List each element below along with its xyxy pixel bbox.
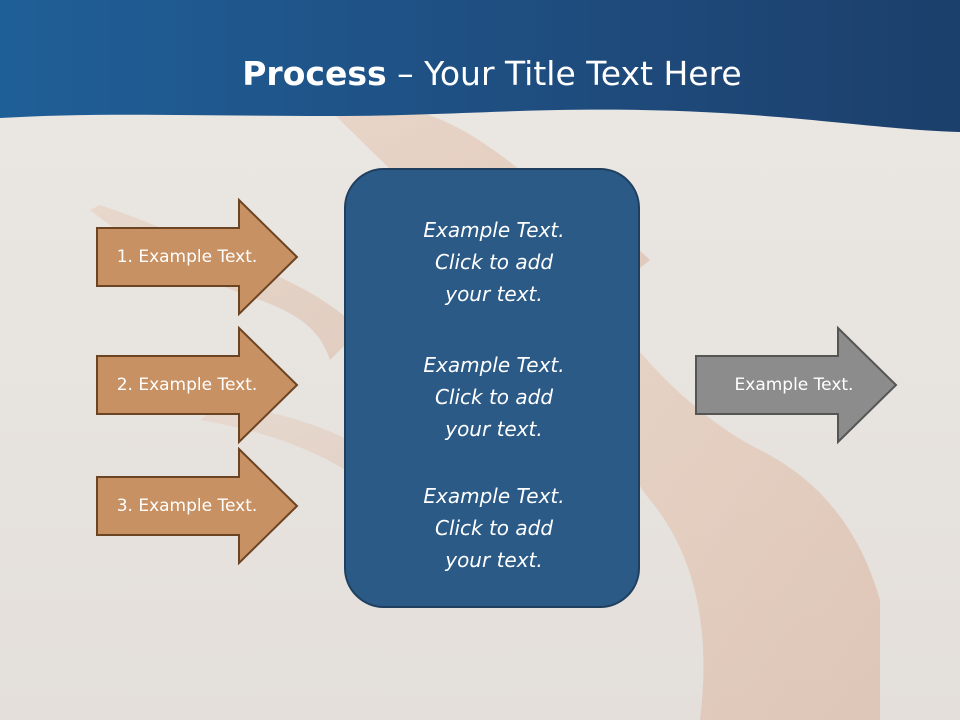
process-box[interactable]: Example Text. Click to add your text. Ex…	[344, 168, 640, 608]
process-item-1[interactable]: Example Text. Click to add your text.	[346, 214, 642, 310]
input-arrow-label: 3. Example Text.	[116, 496, 258, 516]
output-arrow-label: Example Text.	[734, 375, 854, 395]
process-item-line: Example Text.	[423, 484, 565, 508]
process-item-line: Click to add	[434, 250, 554, 274]
input-arrow-1[interactable]: 1. Example Text.	[96, 197, 300, 317]
process-item-line: Click to add	[434, 516, 554, 540]
arrow-right-shape	[96, 446, 299, 566]
output-arrow[interactable]: Example Text.	[695, 325, 899, 445]
title-bold: Process	[242, 54, 387, 93]
process-item-3[interactable]: Example Text. Click to add your text.	[346, 480, 642, 576]
process-item-line: your text.	[445, 548, 543, 572]
arrow-right-shape	[96, 325, 299, 445]
input-arrow-label: 2. Example Text.	[116, 375, 258, 395]
process-item-line: Example Text.	[423, 353, 565, 377]
process-item-line: Example Text.	[423, 218, 565, 242]
process-item-2[interactable]: Example Text. Click to add your text.	[346, 349, 642, 445]
arrow-right-shape	[96, 197, 299, 317]
arrow-right-shape	[695, 325, 898, 445]
input-arrow-2[interactable]: 2. Example Text.	[96, 325, 300, 445]
input-arrow-label: 1. Example Text.	[116, 247, 258, 267]
title-rest: – Your Title Text Here	[386, 54, 742, 93]
process-item-line: Click to add	[434, 385, 554, 409]
input-arrow-3[interactable]: 3. Example Text.	[96, 446, 300, 566]
process-item-line: your text.	[445, 282, 543, 306]
process-item-line: your text.	[445, 417, 543, 441]
slide-title: Process – Your Title Text Here	[0, 52, 960, 96]
